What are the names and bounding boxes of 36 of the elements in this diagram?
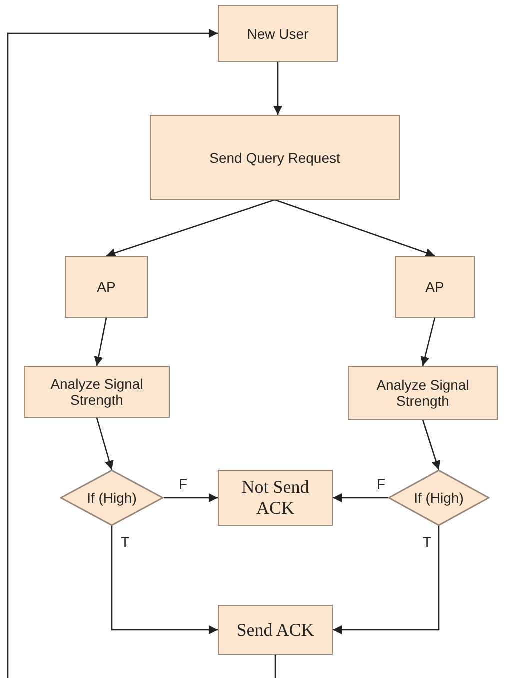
arrow xyxy=(111,526,218,635)
process-box xyxy=(150,115,400,200)
edge-label: T xyxy=(120,534,131,550)
decision-diamond xyxy=(388,470,490,526)
node-text: New User xyxy=(247,26,309,42)
node-text: Analyze Signal Strength xyxy=(376,377,470,409)
process-box xyxy=(218,5,338,62)
node-text: If (High) xyxy=(414,490,464,506)
node-text: Not Send ACK xyxy=(240,477,310,519)
arrow xyxy=(422,420,441,470)
edge-label: F xyxy=(178,476,189,492)
edge-label: T xyxy=(422,534,433,550)
arrow xyxy=(274,199,436,258)
arrow xyxy=(333,526,440,635)
node-text: Send ACK xyxy=(236,620,314,640)
arrow xyxy=(333,493,388,503)
process-box xyxy=(65,256,148,318)
arrow xyxy=(94,318,108,366)
node-text: Send Query Request xyxy=(210,150,340,166)
process-box xyxy=(218,470,333,526)
process-box xyxy=(348,366,498,420)
node-text: AP xyxy=(426,279,444,295)
node-text: Analyze Signal Strength xyxy=(50,376,144,408)
process-box xyxy=(24,366,170,418)
decision-diamond xyxy=(60,470,164,526)
arrow xyxy=(96,418,114,470)
arrow xyxy=(7,28,276,678)
node-text: AP xyxy=(97,279,116,295)
arrow xyxy=(273,62,283,115)
arrow xyxy=(420,318,436,366)
arrow xyxy=(106,199,276,258)
process-box xyxy=(395,256,475,318)
process-box xyxy=(218,605,333,655)
edge-label: F xyxy=(376,476,387,492)
node-text: If (High) xyxy=(87,490,137,506)
arrow xyxy=(164,493,218,503)
